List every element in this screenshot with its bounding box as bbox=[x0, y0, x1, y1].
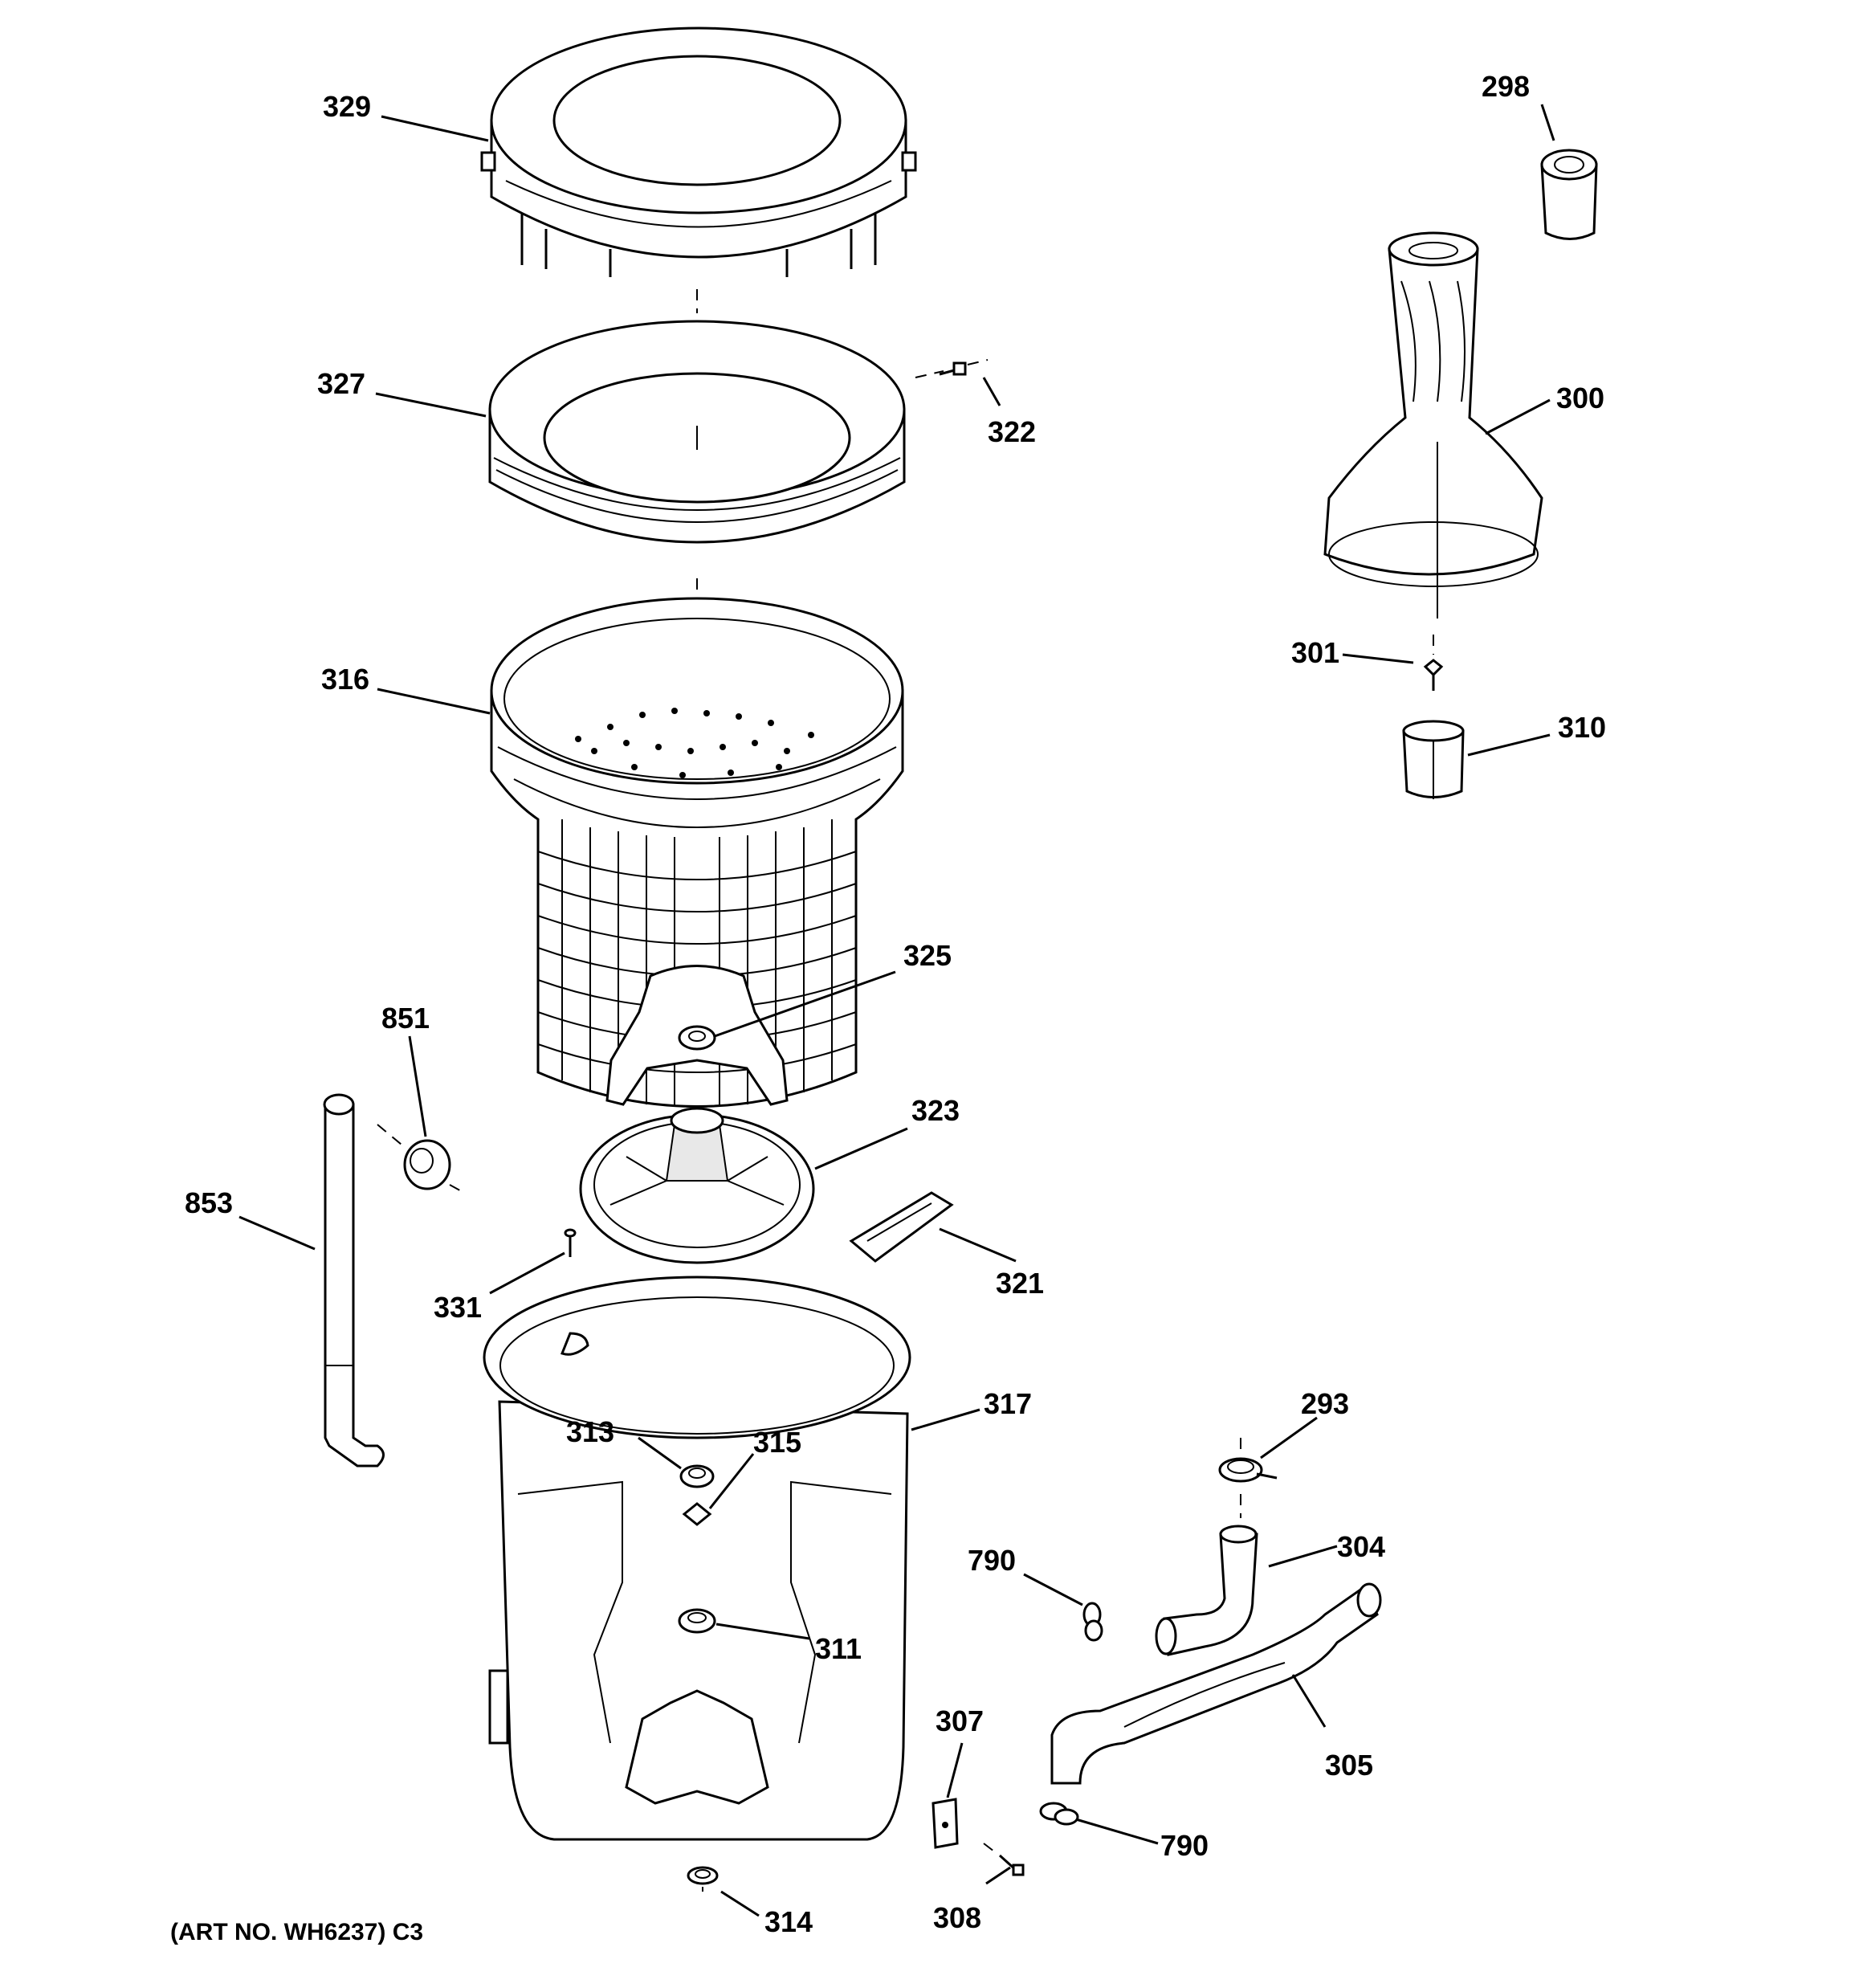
label-327: 327 bbox=[317, 367, 365, 400]
label-308: 308 bbox=[933, 1901, 981, 1934]
label-853: 853 bbox=[185, 1186, 233, 1219]
label-304: 304 bbox=[1337, 1530, 1385, 1563]
part-325-hub-nut bbox=[678, 1025, 716, 1051]
part-308-screw bbox=[983, 1843, 1025, 1876]
part-314-seal bbox=[687, 1866, 719, 1885]
part-790-clamp-upper bbox=[1082, 1602, 1103, 1642]
label-313: 313 bbox=[566, 1415, 614, 1448]
label-315: 315 bbox=[753, 1426, 801, 1459]
art-number-caption: (ART NO. WH6237) C3 bbox=[170, 1919, 423, 1945]
label-305: 305 bbox=[1325, 1749, 1373, 1782]
part-311-nut bbox=[678, 1608, 716, 1634]
label-307: 307 bbox=[936, 1704, 984, 1737]
part-329-tub-cover bbox=[480, 27, 917, 277]
part-307-bracket bbox=[932, 1798, 959, 1849]
part-315-washer bbox=[682, 1502, 712, 1526]
label-300: 300 bbox=[1556, 382, 1604, 414]
label-329: 329 bbox=[323, 90, 371, 123]
label-316: 316 bbox=[321, 663, 369, 696]
label-325: 325 bbox=[903, 939, 952, 972]
part-298-agitator-cap bbox=[1540, 149, 1598, 240]
label-331: 331 bbox=[434, 1291, 482, 1324]
part-301-bolt bbox=[1423, 659, 1444, 691]
part-322-screw bbox=[915, 359, 989, 378]
label-317: 317 bbox=[984, 1387, 1032, 1420]
label-322: 322 bbox=[988, 415, 1036, 448]
part-310-drive-block bbox=[1402, 720, 1465, 799]
part-851-bearing bbox=[377, 1124, 465, 1194]
label-323: 323 bbox=[911, 1094, 960, 1127]
part-853-suspension-rod bbox=[323, 1093, 385, 1468]
label-301: 301 bbox=[1291, 636, 1339, 669]
part-323-hub bbox=[579, 1107, 815, 1264]
part-293-hose-clamp bbox=[1218, 1438, 1278, 1518]
label-790-lower: 790 bbox=[1160, 1829, 1209, 1862]
label-314: 314 bbox=[764, 1905, 813, 1938]
part-790-clamp-lower bbox=[1039, 1802, 1079, 1826]
label-310: 310 bbox=[1558, 711, 1606, 744]
label-298: 298 bbox=[1482, 70, 1530, 103]
label-790-upper: 790 bbox=[968, 1544, 1016, 1577]
part-317-outer-tub bbox=[483, 1276, 911, 1841]
part-300-agitator bbox=[1323, 231, 1543, 655]
part-321-filter bbox=[849, 1191, 954, 1263]
part-305-drain-hose bbox=[1050, 1582, 1382, 1785]
leader-lines bbox=[238, 104, 1555, 1917]
label-851: 851 bbox=[381, 1002, 430, 1035]
part-331-screw bbox=[564, 1228, 577, 1257]
label-311: 311 bbox=[815, 1632, 862, 1665]
part-304-drain-hose bbox=[1155, 1525, 1258, 1656]
part-313-nut bbox=[679, 1464, 715, 1488]
part-327-balance-ring bbox=[488, 320, 906, 544]
label-321: 321 bbox=[996, 1267, 1044, 1300]
label-293: 293 bbox=[1301, 1387, 1349, 1420]
